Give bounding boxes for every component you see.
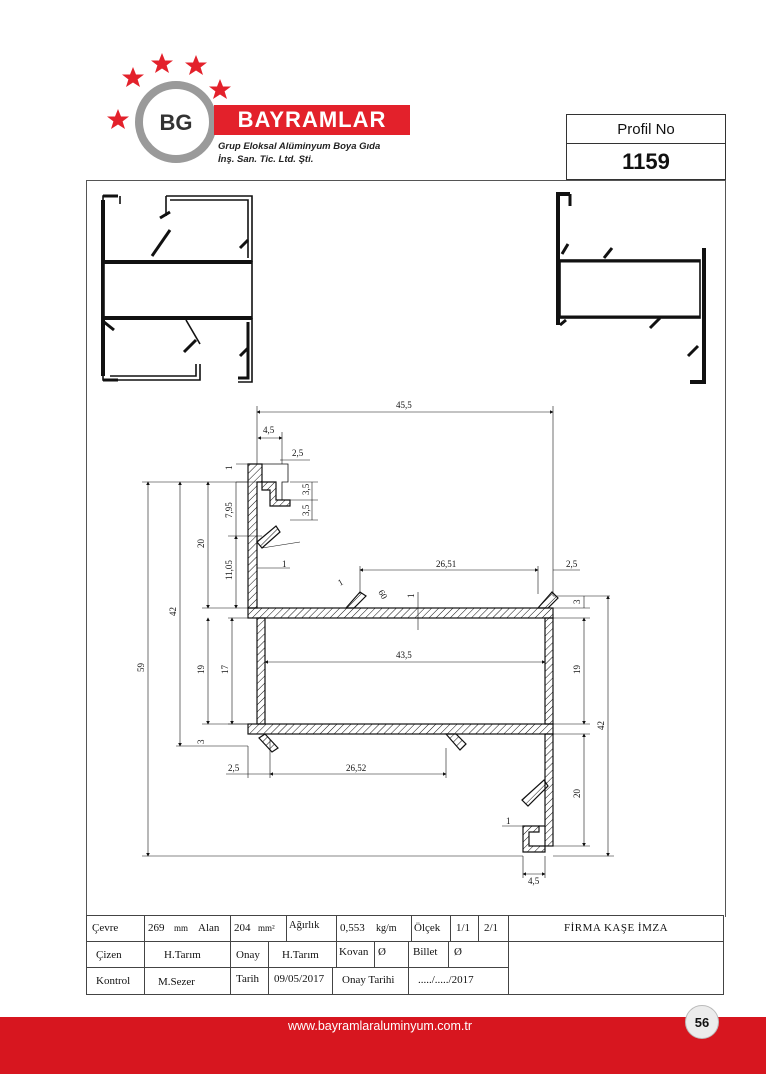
kovan-value: Ø	[378, 946, 386, 958]
olcek-value-1: 1/1	[456, 922, 471, 934]
thumbnail-single	[556, 192, 706, 384]
dim-17: 17	[220, 665, 230, 675]
profil-label: Profil No	[567, 115, 725, 144]
dim-20-right: 20	[572, 789, 582, 799]
alan-unit: mm²	[258, 923, 275, 933]
profil-box: Profil No 1159	[566, 114, 726, 180]
brand-line-1: Grup Eloksal Alüminyum Boya Gıda	[218, 141, 381, 152]
cizen-label: Çizen	[96, 948, 122, 961]
agirlik-value: 0,553	[340, 922, 365, 934]
cevre-label: Çevre	[92, 922, 119, 934]
dim-26-52: 26,52	[346, 763, 366, 773]
footer-bar	[0, 1017, 766, 1074]
firma-kase-imza-label: FİRMA KAŞE İMZA	[563, 922, 669, 934]
dim-1-mid: 1	[282, 559, 287, 569]
dimension-lines	[142, 406, 614, 878]
dim-43-5: 43,5	[396, 650, 412, 660]
dim-45-5: 45,5	[396, 400, 412, 410]
dim-1-bottom: 1	[506, 816, 511, 826]
billet-value: Ø	[454, 946, 462, 958]
dim-3-right: 3	[572, 599, 582, 604]
olcek-label: Ölçek	[414, 922, 441, 934]
logo-initials: BG	[160, 110, 193, 135]
dim-2-5-right: 2,5	[566, 559, 578, 569]
agirlik-unit: kg/m	[376, 922, 397, 934]
dim-4-5-top: 4,5	[263, 425, 275, 435]
olcek-value-2: 2/1	[484, 922, 499, 934]
dim-42-left: 42	[168, 607, 178, 616]
tarih-value: 09/05/2017	[274, 973, 325, 985]
dim-2-5-top: 2,5	[292, 448, 304, 458]
dimension-labels: 45,5 4,5 2,5 1 3,5 3,5 7,95 20 11,05 1 2…	[136, 400, 606, 886]
dim-19-left: 19	[196, 665, 206, 675]
tarih-label: Tarih	[236, 973, 260, 985]
agirlik-label: Ağırlık	[289, 919, 320, 931]
onay-tarihi-value: ...../...../2017	[418, 974, 474, 986]
dim-26-51: 26,51	[436, 559, 456, 569]
dim-11-05: 11,05	[224, 560, 234, 580]
drawing-frame	[86, 180, 726, 917]
dim-7-95: 7,95	[224, 502, 234, 518]
kovan-label: Kovan	[339, 946, 369, 958]
logo-circle: BG	[135, 81, 217, 163]
cevre-value: 269	[148, 922, 165, 934]
footer-website-link[interactable]: www.bayramlaraluminyum.com.tr	[287, 1019, 473, 1033]
brand-name: BAYRAMLAR	[214, 105, 410, 135]
kontrol-value: M.Sezer	[158, 976, 195, 988]
page-number: 56	[685, 1005, 719, 1039]
dim-60-deg: 60	[376, 588, 389, 601]
cevre-unit: mm	[174, 923, 189, 933]
dim-1-top: 1	[224, 466, 234, 471]
dim-20-left: 20	[196, 539, 206, 549]
alan-label: Alan	[198, 922, 220, 934]
dim-59: 59	[136, 663, 146, 673]
profil-number: 1159	[622, 148, 670, 174]
onay-label: Onay	[236, 948, 260, 961]
dim-3-5-a: 3,5	[301, 483, 311, 495]
thumbnail-assembled	[101, 194, 253, 383]
brand-line-2: İnş. San. Tic. Ltd. Şti.	[218, 154, 314, 165]
main-profile	[247, 463, 559, 853]
onay-value: H.Tarım	[282, 948, 319, 961]
dim-4-5-bottom: 4,5	[528, 876, 540, 886]
dim-2-5-bottom: 2,5	[228, 763, 240, 773]
dim-1-fin: 1	[336, 577, 345, 588]
title-block-table: Çevre 269 mm Alan 204 mm² Ağırlık 0,553 …	[86, 915, 724, 995]
brand-subtitle: Grup Eloksal Alüminyum Boya Gıda İnş. Sa…	[218, 140, 438, 166]
dim-42-right: 42	[596, 721, 606, 730]
kontrol-label: Kontrol	[96, 975, 131, 987]
dim-3-left: 3	[196, 739, 206, 744]
dim-3-5-b: 3,5	[301, 504, 311, 516]
onay-tarihi-label: Onay Tarihi	[342, 974, 395, 986]
alan-value: 204	[234, 922, 251, 934]
cizen-value: H.Tarım	[164, 948, 201, 961]
billet-label: Billet	[413, 946, 438, 958]
dim-1-center: 1	[406, 594, 416, 599]
dim-19-right: 19	[572, 665, 582, 675]
